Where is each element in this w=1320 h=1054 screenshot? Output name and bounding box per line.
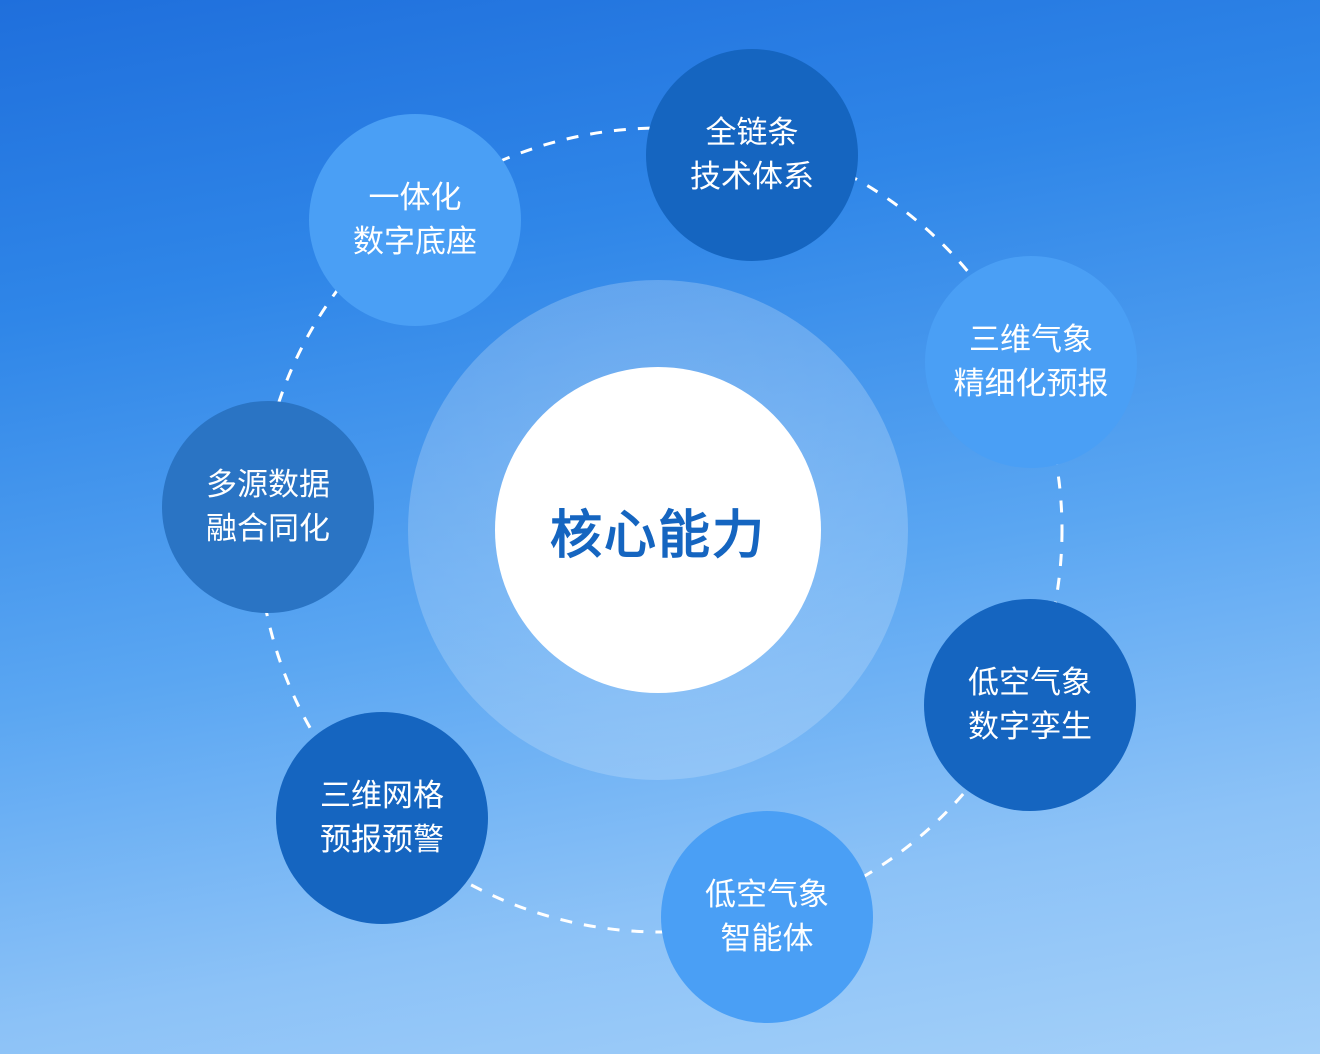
node-label-line1: 三维气象 — [969, 322, 1093, 358]
node-label-line1: 低空气象 — [705, 877, 829, 913]
node-label-line1: 全链条 — [705, 115, 799, 151]
center-core-circle[interactable]: 核心能力 — [495, 367, 821, 693]
node-3d-grid-forecast-warning[interactable]: 三维网格 预报预警 — [276, 712, 488, 924]
node-3d-weather-fine-forecast[interactable]: 三维气象 精细化预报 — [925, 256, 1137, 468]
node-label-line1: 低空气象 — [968, 665, 1092, 701]
node-integrated-digital-base[interactable]: 一体化 数字底座 — [309, 114, 521, 326]
node-label-line1: 三维网格 — [320, 778, 444, 814]
node-label-line2: 数字孪生 — [968, 709, 1092, 745]
node-label-line2: 智能体 — [720, 921, 814, 957]
node-label-line2: 融合同化 — [206, 511, 330, 547]
node-label-line2: 数字底座 — [353, 224, 477, 260]
node-label-line2: 技术体系 — [690, 159, 814, 195]
node-label-line1: 一体化 — [368, 180, 462, 216]
center-title: 核心能力 — [549, 505, 766, 566]
node-label-line2: 精细化预报 — [953, 366, 1109, 402]
node-full-chain-tech-system[interactable]: 全链条 技术体系 — [646, 49, 858, 261]
node-low-altitude-digital-twin[interactable]: 低空气象 数字孪生 — [924, 599, 1136, 811]
node-low-altitude-agent[interactable]: 低空气象 智能体 — [661, 811, 873, 1023]
node-label-line2: 预报预警 — [320, 822, 444, 858]
node-label-line1: 多源数据 — [206, 467, 330, 503]
node-multi-source-data-assimilation[interactable]: 多源数据 融合同化 — [162, 401, 374, 613]
